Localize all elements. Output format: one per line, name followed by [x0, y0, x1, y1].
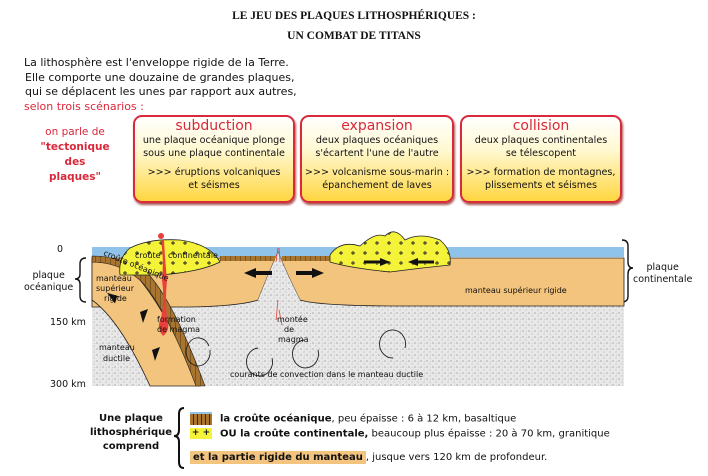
- intro-text: La lithosphère est l'enveloppe rigide de…: [24, 56, 297, 114]
- label-formation: formation: [157, 315, 196, 324]
- legend-title: Une plaque lithosphérique comprend: [86, 412, 176, 454]
- arrow-left-icon: [408, 258, 434, 266]
- legend-row-continental: + + OU la croûte continentale, beaucoup p…: [190, 428, 610, 440]
- scenario-card-expansion: expansion deux plaques océaniques s'écar…: [300, 115, 454, 203]
- side-note-line: on parle de: [45, 126, 105, 138]
- scenario-consequence: >>> éruptions volcaniques: [147, 167, 281, 178]
- label-manteau-superieur-rigide: manteau supérieur rigide: [465, 285, 567, 295]
- intro-line: Elle comporte une douzaine de grandes pl…: [25, 70, 295, 84]
- label-de: de: [284, 325, 294, 334]
- label-montee: montée: [277, 314, 308, 324]
- legend-desc: , peu épaisse : 6 à 12 km, basaltique: [331, 413, 517, 425]
- label-line: océanique: [24, 282, 74, 293]
- label-manteau-ductile: manteau: [99, 343, 135, 352]
- plaque-oceanique-label: plaque océanique: [24, 270, 73, 294]
- legend-row-oceanic: la croûte océanique, peu épaisse : 6 à 1…: [190, 412, 516, 425]
- brace-oceanique: [74, 257, 87, 303]
- label-courants-convection: courants de convection dans le manteau d…: [230, 370, 423, 379]
- label-ductile: ductile: [103, 354, 130, 363]
- label-de-magma: de magma: [157, 325, 200, 334]
- convection-currents: [185, 329, 406, 377]
- intro-line: La lithosphère est l'enveloppe rigide de…: [24, 56, 289, 69]
- plaque-continentale-label: plaque continentale: [633, 262, 692, 286]
- continental-crust-swatch: + +: [190, 428, 212, 439]
- scenario-desc: sous une plaque continentale: [143, 147, 285, 159]
- legend-desc: beaucoup plus épaisse : 20 à 70 km, gran…: [368, 428, 610, 440]
- scenario-consequence: épanchement de laves: [322, 179, 432, 191]
- page-subtitle: UN COMBAT DE TITANS: [287, 30, 421, 42]
- label-croute: croûte: [135, 251, 161, 260]
- magma-rise: [275, 247, 283, 326]
- legend-term: et la partie rigide du manteau: [190, 451, 366, 464]
- arrow-right-icon: [364, 258, 390, 266]
- scenario-consequence: plissements et séismes: [485, 179, 597, 191]
- side-note-line: "tectonique: [40, 141, 110, 153]
- ridge-magma-cone: [258, 252, 300, 302]
- volcano-eruption: [158, 233, 164, 239]
- legend-desc: , jusque vers 120 km de profondeur.: [365, 452, 548, 463]
- label-magma: magma: [278, 335, 309, 344]
- legend-row-mantle: et la partie rigide du manteau, jusque v…: [190, 451, 548, 464]
- label-continentale: continentale: [168, 251, 218, 260]
- oceanic-crust-strip: [220, 256, 275, 261]
- scenario-desc: une plaque océanique plonge: [142, 135, 286, 146]
- brace-continentale: [621, 239, 634, 303]
- scenario-title: expansion: [341, 118, 413, 134]
- legend-title-line: comprend: [102, 441, 160, 452]
- oceanic-crust-swatch: [190, 412, 212, 425]
- scenario-desc: se télescopent: [505, 147, 577, 159]
- depth-300: 300 km: [50, 379, 86, 390]
- label-line: plaque: [32, 270, 65, 281]
- continental-crust-left: [119, 239, 221, 276]
- legend-term: la croûte océanique: [220, 413, 332, 425]
- motion-arrows: [107, 258, 434, 361]
- arrow-right-icon: [296, 268, 324, 278]
- intro-line: selon trois scénarios :: [24, 99, 144, 113]
- scenario-desc: s'écartent l'une de l'autre: [315, 147, 439, 159]
- depth-0: 0: [57, 244, 64, 255]
- magma-column: [158, 240, 169, 336]
- continental-crust-right: [329, 231, 451, 273]
- depth-150: 150 km: [50, 317, 86, 328]
- label-line: plaque: [646, 262, 679, 273]
- scenario-desc: deux plaques océaniques: [315, 135, 439, 146]
- arrow-left-icon: [244, 268, 272, 278]
- scenario-title: collision: [512, 118, 570, 134]
- arrow-down-icon: [140, 309, 148, 323]
- label-line: continentale: [633, 274, 693, 285]
- side-note: on parle de "tectonique des plaques": [40, 125, 110, 185]
- legend-brace: [173, 407, 185, 469]
- legend-title-line: lithosphérique: [89, 427, 173, 438]
- intro-line: qui se déplacent les unes par rapport au…: [25, 85, 297, 98]
- legend-term: OU la croûte continentale,: [220, 428, 369, 440]
- scenario-consequence: et séismes: [188, 179, 240, 191]
- scenario-card-subduction: subduction une plaque océanique plonge s…: [133, 115, 295, 203]
- rigid-mantle: [91, 250, 625, 308]
- scenario-desc: deux plaques continentales: [474, 135, 608, 146]
- scenario-title: subduction: [175, 118, 253, 134]
- page-title: LE JEU DES PLAQUES LITHOSPHÉRIQUES :: [232, 10, 476, 22]
- side-note-line: des plaques": [48, 156, 102, 183]
- legend-title-line: Une plaque: [99, 413, 163, 424]
- scenario-card-collision: collision deux plaques continentales se …: [460, 115, 622, 203]
- arrow-down-icon: [107, 292, 120, 304]
- label-rigide: rigide: [104, 294, 127, 303]
- arrow-down-icon: [152, 347, 160, 361]
- label-manteau: manteau: [96, 274, 132, 283]
- scenario-consequence: >>> volcanisme sous-marin :: [304, 167, 450, 178]
- scenario-consequence: >>> formation de montagnes,: [466, 167, 616, 178]
- oceanic-crust-strip: [282, 256, 332, 261]
- label-superieur: supérieur: [96, 283, 135, 293]
